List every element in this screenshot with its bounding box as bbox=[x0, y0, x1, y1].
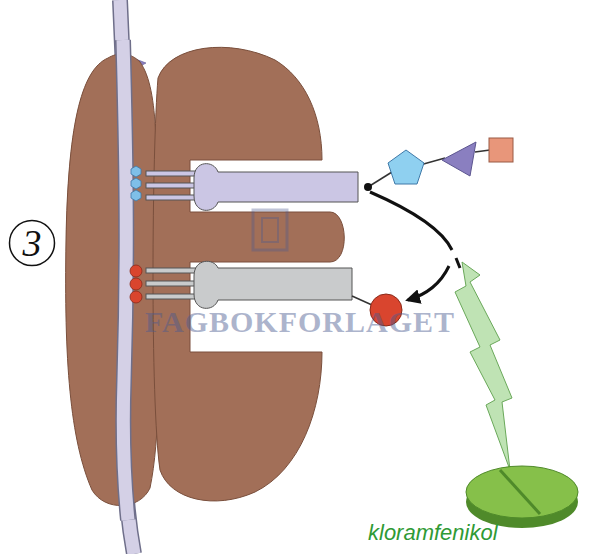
trna-lower bbox=[130, 261, 352, 308]
callout-number: 3 bbox=[23, 224, 42, 262]
reaction-arrow bbox=[370, 192, 452, 250]
pill bbox=[466, 466, 578, 528]
reaction-arrow-break bbox=[456, 258, 460, 268]
peptide-chain bbox=[364, 138, 513, 191]
watermark: FAGBOKFORLAGET bbox=[145, 305, 455, 339]
callout-ring bbox=[10, 221, 55, 266]
trna-upper bbox=[131, 164, 358, 211]
reaction-arrow-head bbox=[408, 266, 449, 300]
drug-label: kloramfenikol bbox=[368, 520, 498, 546]
callout-circle: 3 bbox=[8, 219, 56, 267]
small-subunit bbox=[66, 54, 159, 506]
mrna-front bbox=[123, 40, 128, 520]
mrna-strand bbox=[120, 0, 134, 554]
mrna-outline bbox=[120, 0, 134, 554]
watermark-logo bbox=[253, 210, 287, 250]
mrna-front-outline bbox=[123, 40, 128, 520]
inhibition-bolt bbox=[455, 262, 512, 470]
